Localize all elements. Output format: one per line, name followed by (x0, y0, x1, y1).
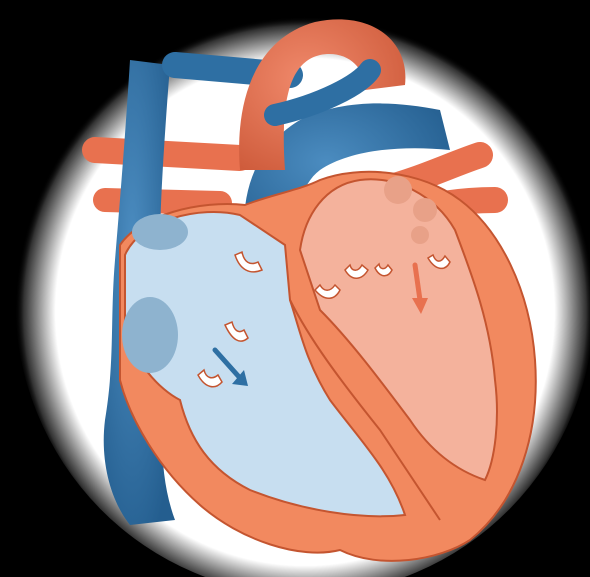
svc-opening (132, 214, 188, 250)
ivc-opening (122, 297, 178, 373)
